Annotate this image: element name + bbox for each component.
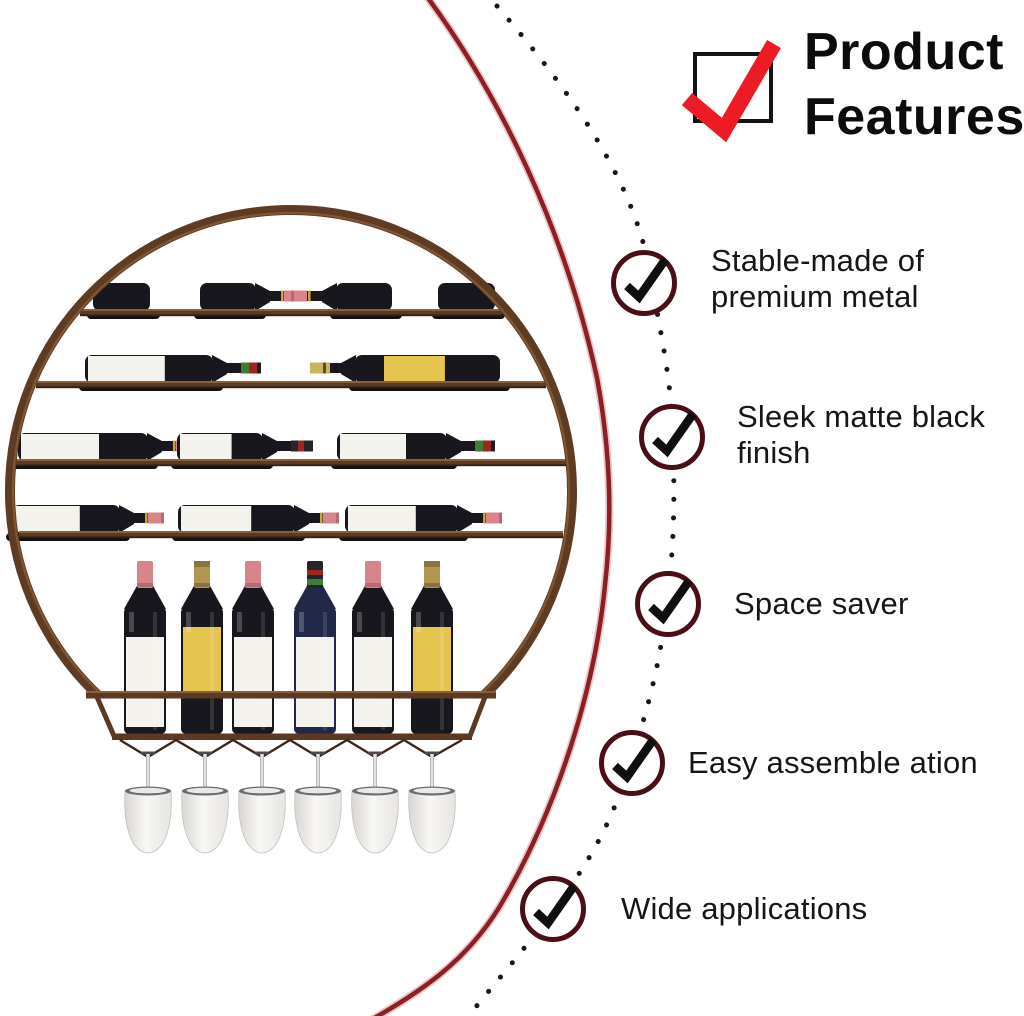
wine-bottle-horizontal [331,433,495,469]
rack-shelves [16,309,566,539]
wine-bottle-vertical [294,561,336,734]
red-curve-divider [369,0,614,1016]
feature-item-space: Space saver [734,586,909,621]
wine-glass [124,751,172,854]
feature-item-stable: Stable-made of premium metal [711,243,925,314]
feature-item-finish: Sleek matte black finish [737,399,986,470]
page-title: Product Features [804,20,1024,150]
wine-bottle-vertical [411,561,453,734]
wine-bottle-vertical [232,561,274,734]
wine-bottle-horizontal [172,505,339,541]
check-circle-icon [635,571,701,637]
standing-bottles [124,561,453,734]
page-title-line2: Features [804,88,1024,146]
wine-bottle-vertical [352,561,394,734]
wine-glass [238,751,286,854]
wine-bottle-vertical [181,561,223,734]
wine-glass [408,751,456,854]
feature-item-assemble: Easy assemble ation [688,745,978,780]
round-wine-rack [5,205,577,854]
wine-glass [181,751,229,854]
wine-glass [294,751,342,854]
page-title-line1: Product [804,23,1004,81]
check-circle-icon [520,876,586,942]
check-circle-icon [611,250,677,316]
wine-glass [351,751,399,854]
check-circle-icon [639,404,705,470]
wine-bottle-vertical [124,561,166,734]
hanging-wine-glasses [124,751,456,854]
check-circle-icon [599,730,665,796]
feature-item-wide: Wide applications [621,891,868,926]
glass-rack-rails [86,691,496,759]
red-checkmark-icon [681,39,781,143]
lying-bottles [6,283,510,541]
